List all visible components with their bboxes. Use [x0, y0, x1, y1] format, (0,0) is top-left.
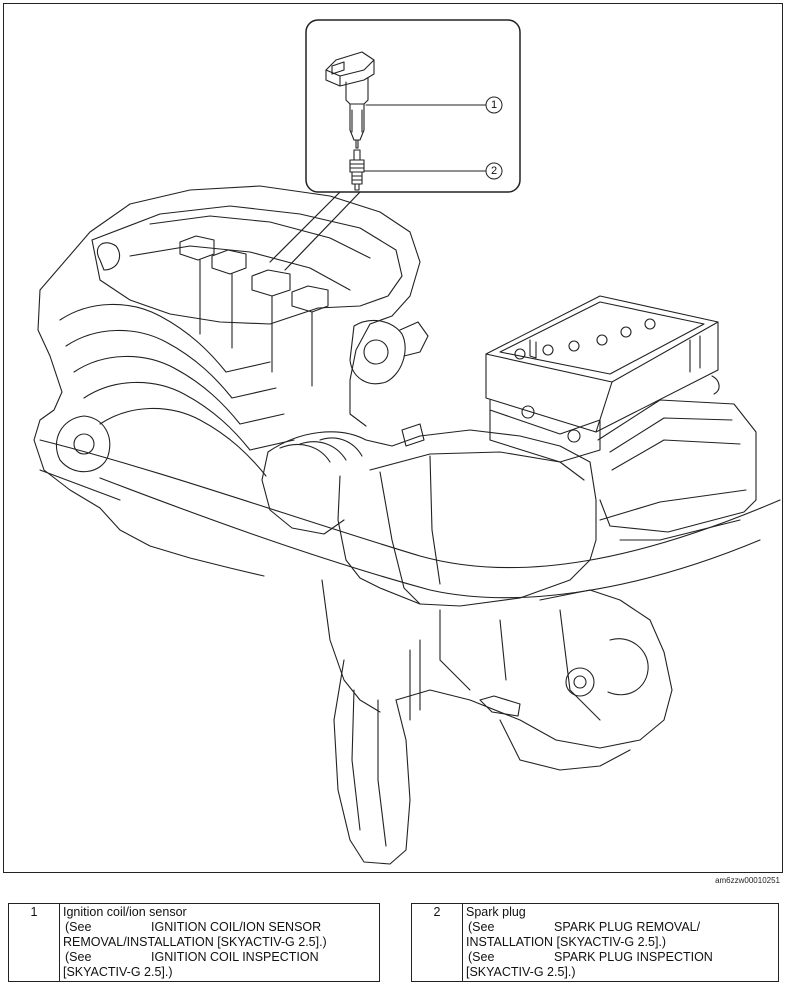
- legend-ref-link-2-cont[interactable]: [SKYACTIV-G 2.5].): [466, 965, 576, 979]
- air-cleaner-drawing: [39, 423, 781, 607]
- legend-ref-link-1-cont[interactable]: INSTALLATION [SKYACTIV-G 2.5].): [466, 935, 667, 949]
- legend-ref-link-2-cont[interactable]: [SKYACTIV-G 2.5].): [63, 965, 173, 979]
- battery-tray-drawing: [489, 399, 757, 541]
- engine-assembly-drawing: [33, 185, 429, 577]
- legend-number: 2: [411, 903, 463, 982]
- legend-number: 1: [8, 903, 60, 982]
- inset-leader-line-left: [269, 191, 341, 263]
- figure-id: am6zzw00010251: [715, 876, 780, 885]
- callout-1: [365, 96, 503, 114]
- battery-drawing: [485, 295, 720, 433]
- spark-plug-drawing: [349, 149, 365, 191]
- inset-leader-line-right: [284, 191, 361, 271]
- inset-detail-box: [269, 19, 521, 271]
- legend-title: Spark plug: [466, 905, 526, 919]
- legend-ref-link-1-cont[interactable]: REMOVAL/INSTALLATION [SKYACTIV-G 2.5].): [63, 935, 327, 949]
- callout-2: [363, 162, 503, 180]
- transmission-drawing: [321, 579, 673, 865]
- legend-title: Ignition coil/ion sensor: [63, 905, 187, 919]
- ignition-coil-drawing: [325, 51, 375, 149]
- callout-number-2: 2: [490, 165, 498, 177]
- callout-number-1: 1: [490, 99, 498, 111]
- diagram-frame: [3, 3, 783, 873]
- engine-diagram: [33, 19, 781, 865]
